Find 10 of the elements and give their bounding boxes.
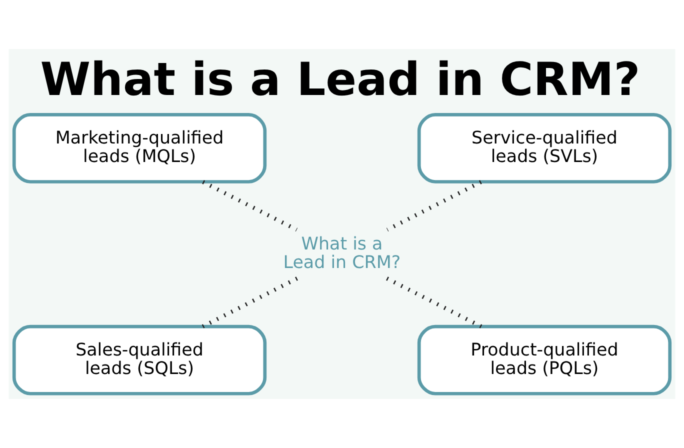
node-box: Product-qualified leads (PQLs) (417, 324, 672, 396)
node-text: What is a Lead in CRM? (283, 234, 401, 274)
connector (386, 180, 482, 232)
diagram-title: What is a Lead in CRM? (40, 52, 640, 106)
node-box: Sales-qualified leads (SQLs) (12, 324, 267, 396)
node-box: Marketing-qualified leads (MQLs) (12, 113, 267, 184)
connector (202, 180, 298, 232)
node-box: Service-qualified leads (SVLs) (417, 113, 672, 184)
connector (386, 276, 482, 328)
connector (202, 276, 298, 328)
